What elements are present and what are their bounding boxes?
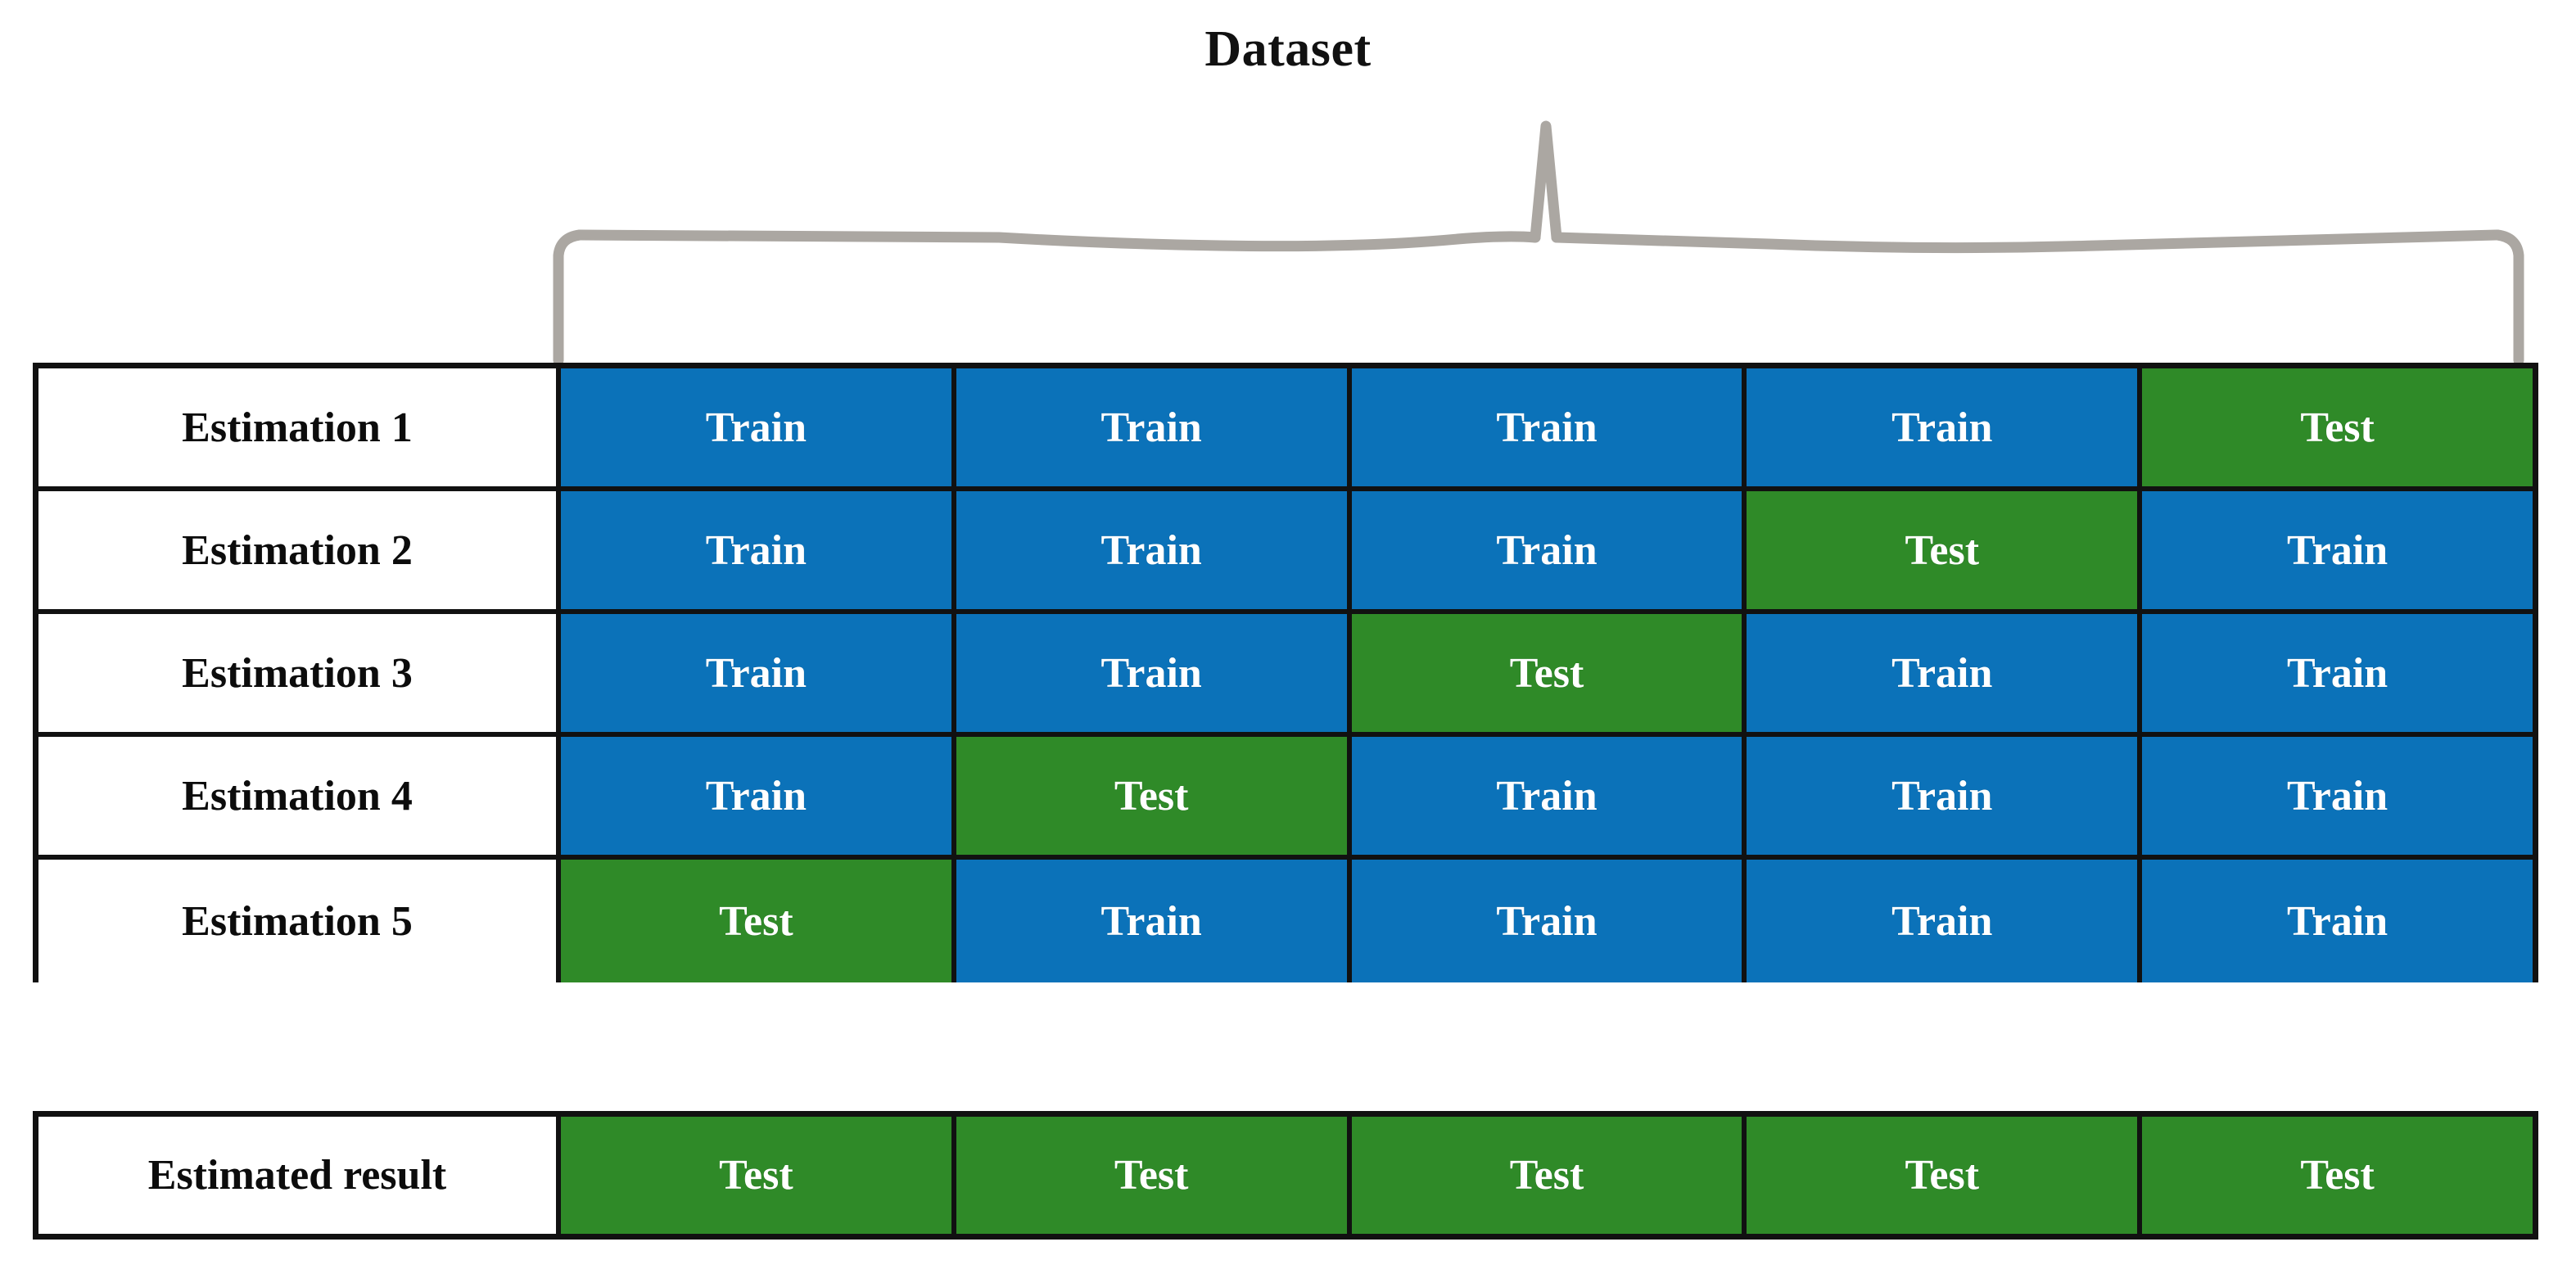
fold-cell[interactable]: Train (561, 614, 956, 732)
row-label-estimation-3: Estimation 3 (38, 614, 561, 732)
result-cell[interactable]: Test (1351, 1117, 1747, 1234)
table-row: Estimation 5 Test Train Train Train Trai… (38, 860, 2533, 982)
fold-cells: Train Train Train Test Train (561, 491, 2533, 609)
fold-cell[interactable]: Train (561, 737, 956, 855)
fold-cell[interactable]: Train (1351, 491, 1747, 609)
result-cell[interactable]: Test (1747, 1117, 2143, 1234)
fold-cell[interactable]: Train (956, 860, 1352, 982)
dataset-brace (540, 115, 2547, 368)
result-cell[interactable]: Test (956, 1117, 1352, 1234)
table-row: Estimated result Test Test Test Test Tes… (38, 1117, 2533, 1234)
fold-cell[interactable]: Train (1351, 737, 1747, 855)
table-row: Estimation 2 Train Train Train Test Trai… (38, 491, 2533, 614)
fold-cells: Train Train Test Train Train (561, 614, 2533, 732)
fold-cell[interactable]: Train (561, 491, 956, 609)
fold-cell[interactable]: Train (561, 368, 956, 486)
fold-cell[interactable]: Train (1747, 860, 2143, 982)
row-label-estimated-result: Estimated result (38, 1117, 561, 1234)
row-label-estimation-1: Estimation 1 (38, 368, 561, 486)
cross-validation-table: Estimation 1 Train Train Train Train Tes… (33, 363, 2538, 982)
fold-cell[interactable]: Train (1747, 368, 2143, 486)
fold-cell[interactable]: Train (2142, 860, 2533, 982)
page-title: Dataset (0, 21, 2576, 77)
fold-cell[interactable]: Train (956, 491, 1352, 609)
fold-cell[interactable]: Test (2142, 368, 2533, 486)
fold-cell[interactable]: Test (1351, 614, 1747, 732)
result-cells: Test Test Test Test Test (561, 1117, 2533, 1234)
fold-cell[interactable]: Train (2142, 737, 2533, 855)
estimated-result-table: Estimated result Test Test Test Test Tes… (33, 1111, 2538, 1240)
table-row: Estimation 1 Train Train Train Train Tes… (38, 368, 2533, 491)
fold-cell[interactable]: Train (1351, 368, 1747, 486)
fold-cells: Train Test Train Train Train (561, 737, 2533, 855)
fold-cell[interactable]: Test (561, 860, 956, 982)
row-label-estimation-5: Estimation 5 (38, 860, 561, 982)
fold-cell[interactable]: Test (956, 737, 1352, 855)
table-row: Estimation 4 Train Test Train Train Trai… (38, 737, 2533, 860)
result-cell[interactable]: Test (2142, 1117, 2533, 1234)
fold-cell[interactable]: Train (2142, 614, 2533, 732)
fold-cell[interactable]: Train (956, 614, 1352, 732)
table-row: Estimation 3 Train Train Test Train Trai… (38, 614, 2533, 737)
fold-cell[interactable]: Train (1351, 860, 1747, 982)
fold-cell[interactable]: Train (956, 368, 1352, 486)
result-cell[interactable]: Test (561, 1117, 956, 1234)
row-label-estimation-4: Estimation 4 (38, 737, 561, 855)
fold-cells: Train Train Train Train Test (561, 368, 2533, 486)
row-label-estimation-2: Estimation 2 (38, 491, 561, 609)
fold-cells: Test Train Train Train Train (561, 860, 2533, 982)
fold-cell[interactable]: Train (2142, 491, 2533, 609)
fold-cell[interactable]: Train (1747, 614, 2143, 732)
dataset-title-text: Dataset (1204, 21, 1372, 77)
fold-cell[interactable]: Train (1747, 737, 2143, 855)
fold-cell[interactable]: Test (1747, 491, 2143, 609)
